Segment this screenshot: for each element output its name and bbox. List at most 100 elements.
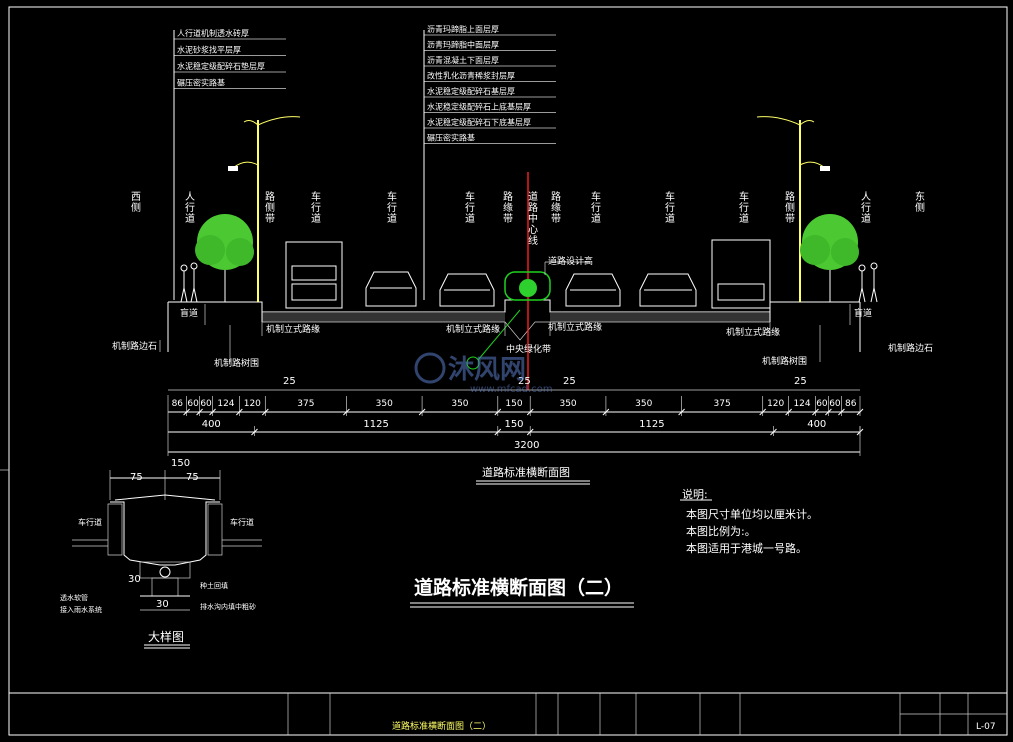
svg-text:车: 车 (465, 190, 475, 203)
curb-left-label: 机制路边石 (112, 340, 157, 352)
dim-row1-value: 150 (505, 399, 522, 409)
svg-text:侧: 侧 (785, 201, 795, 214)
svg-text:道: 道 (591, 212, 601, 225)
dim-small-3: 25 (563, 376, 576, 387)
zone-label: 路缘带 (503, 190, 513, 225)
layer-mid-label: 沥青玛蹄脂上面层厚 (427, 24, 499, 34)
zone-label: 车行道 (387, 190, 397, 225)
dim-row1-value: 350 (635, 399, 652, 409)
notes-title: 说明: (682, 487, 708, 501)
detail-note-3: 种土回填 (200, 581, 228, 590)
curb-right-label: 机制路边石 (888, 342, 933, 354)
svg-text:中: 中 (528, 212, 538, 225)
car-right-2 (639, 273, 697, 307)
svg-text:西: 西 (131, 192, 141, 203)
layer-left-label: 水泥砂浆找平层厚 (177, 45, 241, 55)
svg-text:带: 带 (265, 213, 275, 225)
dim-small-4: 25 (794, 376, 807, 387)
dim-row1-value: 350 (376, 399, 393, 409)
svg-text:路: 路 (528, 201, 538, 214)
svg-text:心: 心 (528, 224, 538, 236)
flat-curb-mid-left-label: 机制立式路缘 (446, 323, 500, 335)
detail-drawing (72, 470, 262, 649)
svg-text:车: 车 (739, 190, 749, 203)
svg-text:路: 路 (265, 190, 275, 203)
sidewalk-left-label: 盲道 (180, 307, 198, 319)
dim-small-1: 25 (283, 376, 296, 387)
svg-text:行: 行 (861, 201, 871, 214)
dim-row1-value: 124 (793, 399, 810, 409)
notes-line-1: 本图尺寸单位均以厘米计。 (686, 507, 818, 521)
zone-label: 东侧 (915, 190, 925, 214)
svg-text:行: 行 (591, 201, 601, 214)
svg-text:道: 道 (665, 212, 675, 225)
car-right-1 (565, 273, 621, 307)
svg-text:人: 人 (185, 191, 195, 203)
dim-small-2: 25 (518, 376, 531, 387)
pedestrians-right (858, 262, 878, 303)
svg-text:侧: 侧 (131, 201, 141, 214)
dim-row2-value: 1125 (363, 419, 388, 430)
dim-row1-value: 350 (451, 399, 468, 409)
svg-text:路: 路 (785, 190, 795, 203)
dim-row2-value: 150 (504, 419, 523, 430)
dim-row1-value: 375 (297, 399, 314, 409)
svg-text:行: 行 (387, 201, 397, 214)
svg-text:带: 带 (551, 213, 561, 225)
svg-text:侧: 侧 (915, 201, 925, 214)
dim-row1-value: 60 (816, 399, 828, 409)
zone-label: 车行道 (591, 190, 601, 225)
layer-mid-label: 水泥稳定级配碎石下底基层厚 (427, 117, 531, 127)
zone-label: 车行道 (739, 190, 749, 225)
dim-row2-value: 1125 (639, 419, 664, 430)
flat-curb-left-label: 机制立式路缘 (266, 323, 320, 335)
detail-note-1: 透水软管 (60, 593, 88, 602)
svg-text:道: 道 (861, 212, 871, 225)
svg-text:带: 带 (503, 213, 513, 225)
svg-text:带: 带 (785, 213, 795, 225)
title-block-sheet: L-07 (976, 722, 996, 732)
svg-text:行: 行 (665, 201, 675, 214)
layer-left-label: 人行道机制透水砖厚 (177, 28, 249, 38)
watermark: 沐风网 www.mfcad.com (414, 352, 553, 395)
dim-row2-value: 400 (202, 419, 221, 430)
dimension-row-2: 400 1125 150 1125 400 (202, 419, 827, 430)
dim-row2-value: 400 (807, 419, 826, 430)
zone-label: 路缘带 (551, 190, 561, 225)
zone-label: 路侧带 (265, 190, 275, 225)
svg-text:东: 东 (915, 190, 925, 203)
svg-text:道: 道 (387, 212, 397, 225)
svg-text:行: 行 (311, 201, 321, 214)
zone-label: 车行道 (311, 190, 321, 225)
detail-note-4: 排水沟内填中粗砂 (200, 602, 256, 611)
layer-mid-label: 沥青玛蹄脂中面层厚 (427, 40, 499, 50)
dim-row1-value: 350 (559, 399, 576, 409)
median-label: 中央绿化带 (506, 343, 551, 355)
svg-text:车: 车 (311, 190, 321, 203)
svg-text:路: 路 (503, 190, 513, 203)
detail-caption: 大样图 (148, 629, 184, 644)
dim-row1-value: 60 (200, 399, 212, 409)
tree-right (800, 214, 859, 302)
backing-right-label: 机制路树围 (762, 355, 807, 367)
car-left-2 (439, 273, 495, 307)
layer-mid-label: 改性乳化沥青稀浆封层厚 (427, 71, 515, 81)
truck-left (285, 241, 343, 309)
svg-text:车: 车 (387, 190, 397, 203)
drawing-border (8, 6, 1008, 736)
tree-left (195, 214, 254, 302)
svg-text:路: 路 (551, 190, 561, 203)
zone-labels: 西侧人行道路侧带车行道车行道车行道路缘带道路中心线路缘带车行道车行道车行道路侧带… (131, 190, 925, 247)
road-surface-line (168, 299, 860, 313)
watermark-text: 沐风网 (448, 355, 526, 385)
main-title: 道路标准横断面图（二） (414, 576, 623, 599)
flat-curb-mid-right-label: 机制立式路缘 (548, 321, 602, 333)
svg-text:行: 行 (739, 201, 749, 214)
layer-left-label: 碾压密实路基 (177, 78, 225, 88)
zone-label: 车行道 (465, 190, 475, 225)
notes-line-3: 本图适用于港城一号路。 (686, 541, 807, 555)
svg-text:缘: 缘 (503, 201, 513, 214)
dim-total: 3200 (514, 440, 539, 451)
